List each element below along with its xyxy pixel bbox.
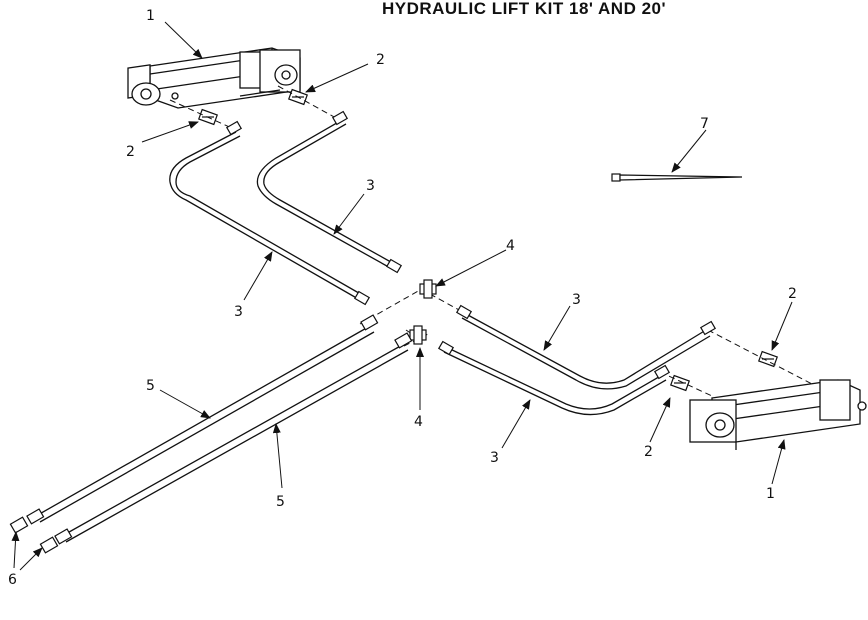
callout-2-top-left: 2 [126, 144, 135, 160]
callout-4-upper: 4 [506, 238, 515, 254]
tube-end-fittings [225, 110, 717, 380]
callout-4-lower: 4 [414, 414, 423, 430]
callout-3-left: 3 [234, 304, 243, 320]
quick-couplers [9, 516, 59, 554]
callout-6: 6 [8, 572, 17, 588]
diagram-title: HYDRAULIC LIFT KIT 18' AND 20' [381, 0, 667, 18]
hydraulic-tubes [169, 119, 711, 416]
callout-5-lower: 5 [276, 494, 285, 510]
cable-tie [611, 173, 743, 182]
hydraulic-cylinder-bottom [689, 379, 867, 450]
callout-leaders [11, 21, 793, 571]
tee-fitting-upper [419, 279, 437, 299]
callout-2-right: 2 [788, 286, 797, 302]
tee-fitting-lower [409, 325, 427, 345]
callout-3-lower: 3 [490, 450, 499, 466]
hose-end-fittings [26, 314, 413, 545]
fitting-2d [670, 374, 690, 392]
hoses [35, 325, 409, 543]
hydraulic-cylinder-top [127, 47, 301, 109]
callout-2-lower-right: 2 [644, 444, 653, 460]
connection-lines [169, 85, 813, 397]
callout-3-upper: 3 [366, 178, 375, 194]
callout-3-right: 3 [572, 292, 581, 308]
callout-1-bottom: 1 [766, 486, 775, 502]
callout-5-upper: 5 [146, 378, 155, 394]
callout-2-top-right: 2 [376, 52, 385, 68]
callout-1-top: 1 [146, 8, 155, 24]
callout-7: 7 [700, 116, 709, 132]
